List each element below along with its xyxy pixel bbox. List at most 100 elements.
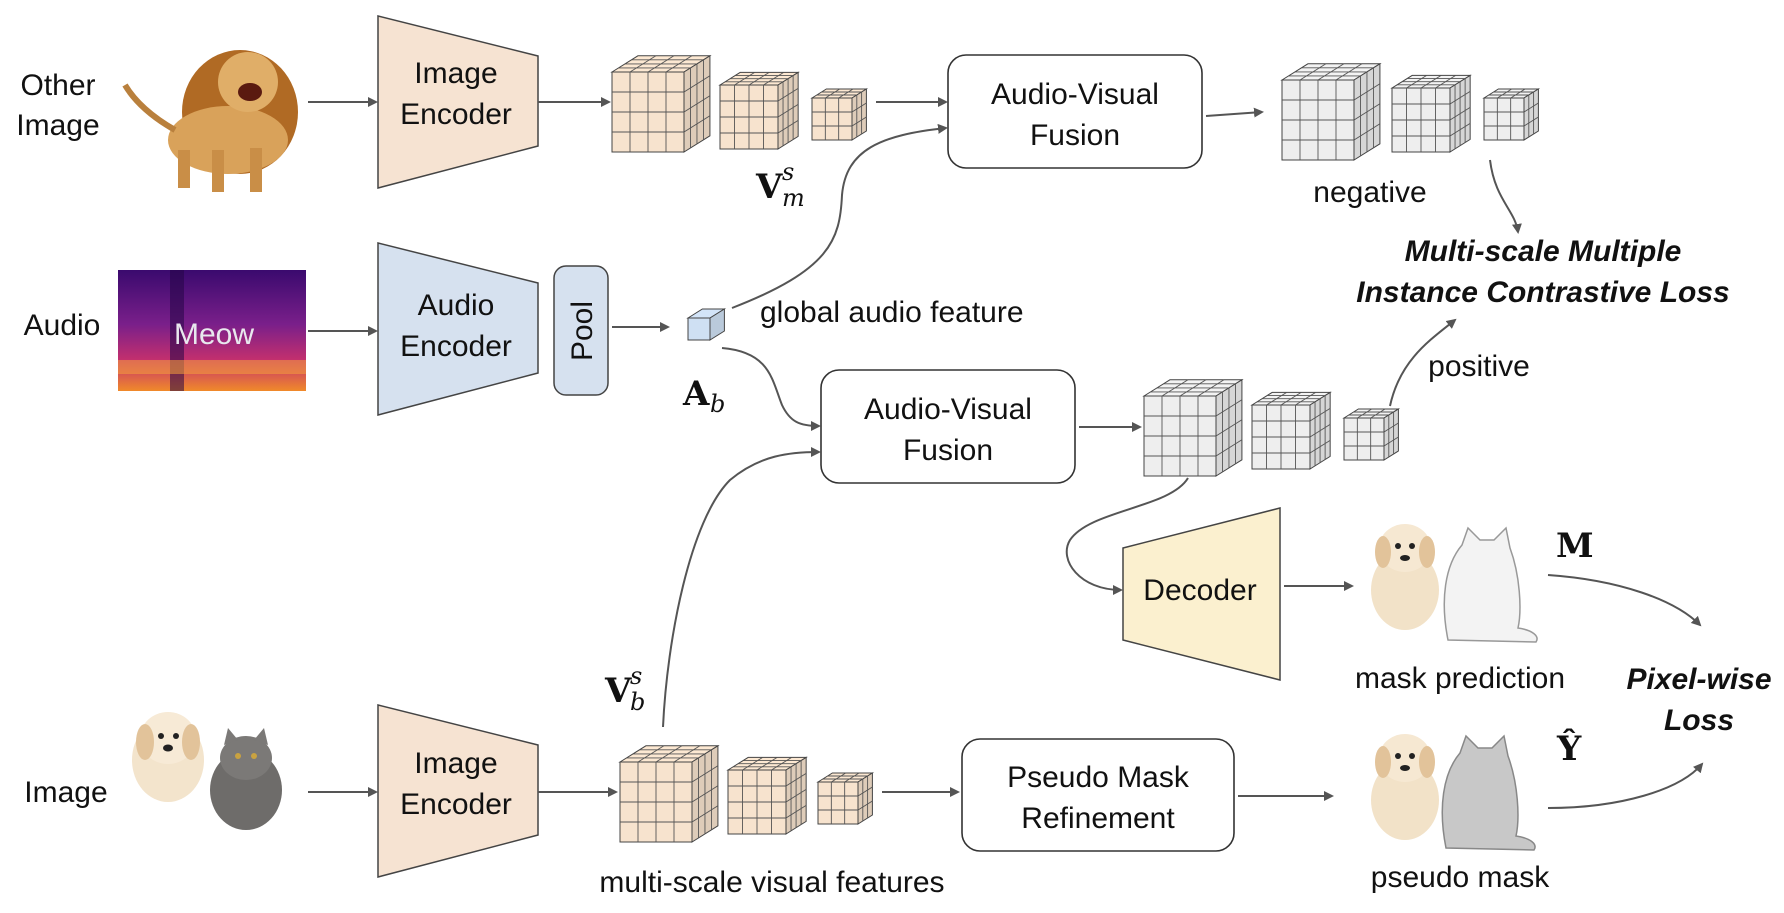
cube-grid-line: [777, 120, 799, 134]
image-encoder-top: Image Encoder: [377, 15, 539, 189]
symbol-vb: V s b: [604, 662, 645, 716]
svg-text:b: b: [710, 390, 725, 418]
cube-grid-line: [857, 800, 873, 811]
spectrogram-text: Meow: [174, 318, 254, 351]
cube-grid-line: [838, 88, 854, 99]
cube-grid-line: [1215, 419, 1243, 437]
cube-grid-line: [844, 772, 860, 783]
cube-grid-line: [1449, 107, 1471, 121]
cube-grid-line: [1370, 408, 1386, 419]
audio-encoder-line2: Encoder: [400, 330, 512, 363]
cube-grid-line: [1197, 379, 1225, 397]
cube-grid-line: [851, 116, 867, 127]
cube-grid-line: [1357, 408, 1372, 419]
image-encoder-bottom-line1: Image: [414, 747, 497, 780]
cube-side-face: [857, 772, 873, 825]
pseudo-mask-image: [1371, 734, 1536, 851]
arrow-mask-to-pixel-loss: [1547, 574, 1702, 627]
feature-cube-ab: [686, 308, 727, 341]
contrastive-loss-line1: Multi-scale Multiple: [1405, 235, 1682, 268]
cube-grid-line: [777, 104, 799, 118]
pixel-loss-line2: Loss: [1664, 704, 1734, 737]
cube-front-face: [811, 97, 853, 141]
lion-image: [122, 50, 298, 192]
fusion-mid-line1: Audio-Visual: [864, 393, 1032, 426]
feature-cube-positive-large: [1142, 378, 1244, 477]
audio-label: Audio: [24, 309, 101, 342]
arrow-features-to-decoder: [1065, 477, 1189, 595]
cube-grid-line: [1309, 440, 1331, 454]
cube-grid-line: [1309, 424, 1331, 438]
feature-cubes: [610, 54, 1541, 843]
feature-cube-vb-small: [816, 772, 875, 825]
cube-grid-line: [763, 72, 784, 86]
image-encoder-bottom-line2: Encoder: [400, 788, 512, 821]
cube-grid-line: [691, 805, 719, 823]
arrow-pseudo-to-pixel-loss: [1547, 762, 1704, 809]
cube-grid-line: [1215, 439, 1243, 457]
cube-grid-line: [1295, 392, 1316, 406]
global-audio-feature-label: global audio feature: [760, 296, 1024, 329]
feature-cube-positive-medium: [1250, 391, 1332, 470]
cube-side-face: [709, 308, 725, 341]
cube-grid-line: [1435, 75, 1456, 89]
pool-box: Pool: [553, 265, 609, 396]
cube-side-face: [851, 88, 867, 141]
cube-grid-line: [785, 789, 807, 803]
symbol-y-hat: Ŷ: [1556, 728, 1582, 769]
feature-cube-vm-large: [610, 54, 712, 153]
cube-grid-line: [1335, 63, 1363, 81]
cube-grid-line: [1523, 116, 1539, 127]
svg-text:b: b: [630, 688, 645, 716]
symbol-vm: V s m: [755, 158, 805, 212]
svg-text:m: m: [782, 184, 805, 212]
svg-text:s: s: [782, 158, 794, 186]
cube-grid-line: [771, 757, 792, 771]
feature-cube-negative-medium: [1390, 74, 1472, 153]
positive-label: positive: [1428, 350, 1530, 383]
arrows: [308, 97, 1704, 809]
negative-label: negative: [1313, 176, 1426, 209]
decoder: Decoder: [1122, 507, 1281, 681]
mask-prediction-image: [1371, 524, 1538, 643]
cube-grid-line: [1383, 436, 1399, 447]
pool-label: Pool: [566, 301, 599, 361]
cube-grid-line: [1449, 123, 1471, 137]
pseudo-mask-line2: Refinement: [1021, 802, 1175, 835]
pseudo-mask-label: pseudo mask: [1371, 861, 1550, 894]
fusion-mid-box: Audio-Visual Fusion: [820, 369, 1076, 484]
image-label: Image: [24, 776, 107, 809]
arrow-fusion-to-negative: [1205, 107, 1264, 118]
mask-prediction-label: mask prediction: [1355, 662, 1565, 695]
feature-cube-vm-small: [810, 88, 869, 141]
symbol-ab: A b: [682, 374, 725, 418]
dog-cat-image: [132, 712, 282, 830]
cube-grid-line: [1383, 422, 1399, 433]
cube-grid-line: [1497, 88, 1512, 99]
feature-cube-vb-medium: [726, 756, 808, 835]
cube-front-face: [687, 317, 711, 341]
cube-grid-line: [857, 786, 873, 797]
feature-cube-negative-small: [1482, 88, 1541, 141]
fusion-top-box: Audio-Visual Fusion: [947, 54, 1203, 169]
image-encoder-top-line1: Image: [414, 57, 497, 90]
cube-grid-line: [683, 95, 711, 113]
pixel-loss-line1: Pixel-wise: [1626, 663, 1771, 696]
feature-cube-negative-large: [1280, 62, 1382, 161]
fusion-top-line1: Audio-Visual: [991, 78, 1159, 111]
multi-scale-visual-features-label: multi-scale visual features: [599, 866, 944, 899]
cube-grid-line: [1510, 88, 1526, 99]
other-image-label-2: Image: [16, 109, 99, 142]
arrow-ab-to-fusion-top: [731, 123, 948, 309]
feature-cube-vm-medium: [718, 71, 800, 150]
contrastive-loss-line2: Instance Contrastive Loss: [1356, 276, 1729, 309]
fusion-top-line2: Fusion: [1030, 119, 1120, 152]
cube-grid-line: [831, 772, 846, 783]
svg-text:s: s: [630, 662, 642, 690]
audio-spectrogram: Meow: [118, 270, 306, 391]
pseudo-mask-line1: Pseudo Mask: [1007, 761, 1190, 794]
pseudo-mask-box: Pseudo Mask Refinement: [961, 738, 1235, 852]
image-encoder-bottom: Image Encoder: [377, 704, 539, 878]
